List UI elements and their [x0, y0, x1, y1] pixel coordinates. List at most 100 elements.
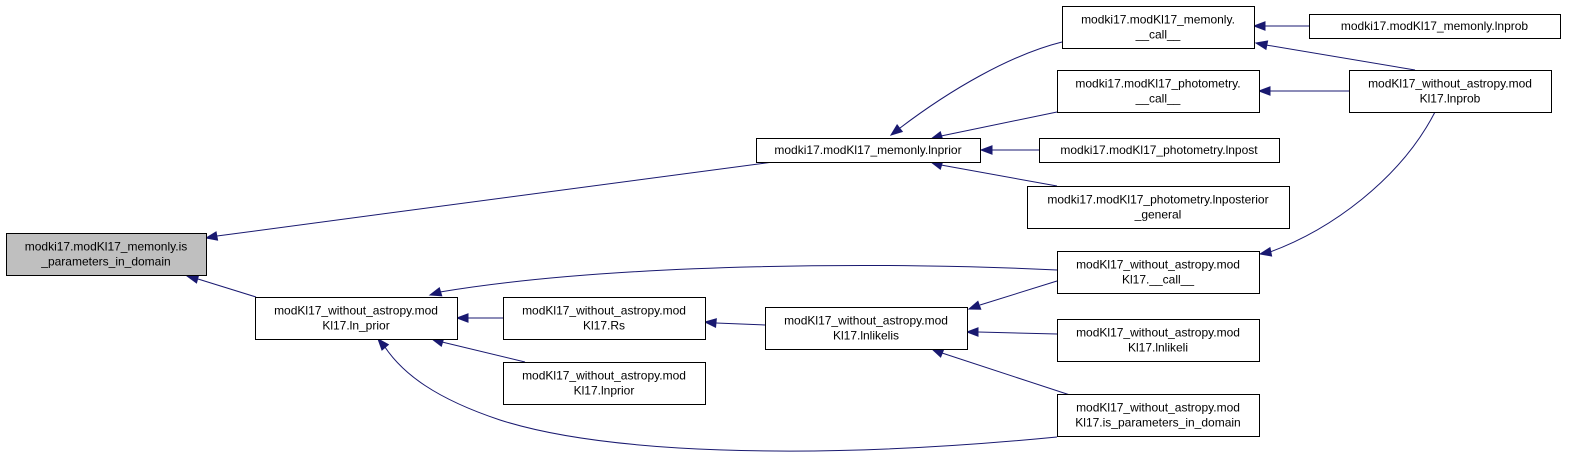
node-photometry-call[interactable]: modki17.modKl17_photometry.__call__ — [1057, 70, 1260, 113]
node-wa-rs[interactable]: modKl17_without_astropy.modKl17.Rs — [503, 297, 706, 340]
node-root[interactable]: modki17.modKl17_memonly.is_parameters_in… — [6, 233, 207, 276]
node-label-line: modki17.modKl17_photometry.lnpost — [1060, 143, 1258, 157]
edge-wa_call-to-wa_ln_prior — [428, 264, 1058, 297]
node-label-line: modki17.modKl17_memonly.is — [25, 240, 188, 254]
edge-wa_lnprob-to-photometry_call — [1257, 86, 1349, 96]
edge-arrowhead — [204, 231, 219, 241]
edge-arrowhead — [965, 327, 979, 337]
node-memonly-call[interactable]: modki17.modKl17_memonly.__call__ — [1062, 6, 1255, 49]
node-label-line: _general — [1134, 208, 1182, 222]
edge-arrowhead — [930, 348, 945, 358]
edge-arrowhead — [428, 286, 443, 297]
edge-wa_lnprior-to-wa_ln_prior — [430, 337, 526, 363]
node-box[interactable] — [503, 362, 706, 405]
node-wa-lnprior[interactable]: modKl17_without_astropy.modKl17.lnprior — [503, 362, 706, 405]
edge-line — [941, 352, 1074, 397]
edge-wa_lnprob-to-memonly_call — [1254, 40, 1416, 71]
edge-wa_lnlikelis-to-wa_rs — [703, 318, 766, 328]
edge-wa_call-to-wa_lnlikelis — [967, 280, 1058, 310]
edge-photometry_lnpost-to-memonly_lnprior — [979, 145, 1039, 155]
edge-line — [940, 164, 1058, 187]
node-photometry-lnpost[interactable]: modki17.modKl17_photometry.lnpost — [1039, 138, 1280, 163]
node-photometry-lnposterior-general[interactable]: modki17.modKl17_photometry.lnposterior_g… — [1027, 186, 1290, 229]
node-label-line: modki17.modKl17_memonly.lnprior — [774, 143, 961, 157]
node-label-line: __call__ — [1135, 28, 1181, 42]
node-wa-lnlikeli[interactable]: modKl17_without_astropy.modKl17.lnlikeli — [1057, 319, 1260, 362]
edge-wa_ln_prior-to-root — [185, 274, 257, 298]
node-wa-lnlikelis[interactable]: modKl17_without_astropy.modKl17.lnlikeli… — [765, 307, 968, 350]
node-wa-is-params[interactable]: modKl17_without_astropy.modKl17.is_param… — [1057, 394, 1260, 437]
edge-photometry_lnposterior_general-to-memonly_lnprior — [929, 160, 1058, 187]
edge-arrowhead — [1254, 40, 1269, 51]
node-label-line: modKl17_without_astropy.mod — [1076, 326, 1240, 340]
node-label-line: Kl17.lnprob — [1420, 92, 1481, 106]
node-label-line: _parameters_in_domain — [40, 255, 170, 269]
node-label-line: modki17.modKl17_memonly. — [1081, 13, 1235, 27]
node-box[interactable] — [1039, 138, 1280, 163]
node-label-line: modKl17_without_astropy.mod — [784, 314, 948, 328]
edge-wa_lnprob-to-wa_call — [1258, 111, 1436, 257]
edge-arrowhead — [703, 318, 717, 328]
edge-line — [715, 322, 766, 326]
edge-arrowhead — [967, 300, 982, 310]
node-box[interactable] — [1062, 6, 1255, 49]
edge-line — [977, 331, 1058, 335]
edge-wa_lnlikeli-to-wa_lnlikelis — [965, 327, 1058, 337]
edge-line — [1269, 111, 1436, 253]
nodes-layer: modki17.modKl17_memonly.is_parameters_in… — [6, 6, 1561, 437]
node-box[interactable] — [1349, 70, 1552, 113]
edge-memonly_lnprior-to-root — [204, 161, 774, 241]
edge-arrowhead — [185, 274, 200, 284]
edge-line — [979, 280, 1058, 306]
edge-arrowhead — [455, 313, 469, 323]
node-box[interactable] — [765, 307, 968, 350]
node-wa-lnprob[interactable]: modKl17_without_astropy.modKl17.lnprob — [1349, 70, 1552, 113]
edge-line — [197, 278, 257, 298]
node-box[interactable] — [1057, 251, 1260, 294]
edge-wa_is_params-to-wa_lnlikelis — [930, 348, 1074, 397]
edge-arrowhead — [889, 124, 904, 136]
node-label-line: Kl17.lnlikelis — [833, 329, 899, 343]
node-wa-ln-prior[interactable]: modKl17_without_astropy.modKl17.ln_prior — [255, 297, 458, 340]
node-memonly-lnprior[interactable]: modki17.modKl17_memonly.lnprior — [756, 138, 981, 163]
node-wa-call[interactable]: modKl17_without_astropy.modKl17.__call__ — [1057, 251, 1260, 294]
node-box[interactable] — [1027, 186, 1290, 229]
node-memonly-lnprob[interactable]: modki17.modKl17_memonly.lnprob — [1309, 14, 1561, 39]
node-box[interactable] — [1057, 394, 1260, 437]
node-box[interactable] — [503, 297, 706, 340]
edge-wa_rs-to-wa_ln_prior — [455, 313, 503, 323]
edge-memonly_call-to-memonly_lnprior — [889, 41, 1063, 136]
edge-arrowhead — [1252, 21, 1266, 31]
node-label-line: Kl17.Rs — [583, 319, 625, 333]
node-label-line: Kl17.__call__ — [1122, 273, 1194, 287]
node-label-line: Kl17.ln_prior — [322, 319, 389, 333]
node-box[interactable] — [6, 233, 207, 276]
edge-line — [940, 111, 1058, 137]
edge-wa_is_params-to-wa_ln_prior — [377, 337, 1058, 452]
node-label-line: modki17.modKl17_photometry.lnposterior — [1047, 193, 1268, 207]
node-box[interactable] — [1057, 70, 1260, 113]
edge-memonly_lnprob-to-memonly_call — [1252, 21, 1309, 31]
node-label-line: Kl17.is_parameters_in_domain — [1075, 416, 1240, 430]
node-box[interactable] — [1057, 319, 1260, 362]
node-label-line: modKl17_without_astropy.mod — [274, 304, 438, 318]
node-label-line: modKl17_without_astropy.mod — [522, 369, 686, 383]
node-label-line: modKl17_without_astropy.mod — [1076, 258, 1240, 272]
edge-arrowhead — [979, 145, 993, 155]
edge-line — [1265, 44, 1416, 71]
node-label-line: modKl17_without_astropy.mod — [522, 304, 686, 318]
node-label-line: modki17.modKl17_memonly.lnprob — [1341, 19, 1529, 33]
edge-line — [216, 161, 774, 237]
edge-line — [441, 341, 526, 363]
edge-line — [439, 264, 1058, 293]
node-box[interactable] — [756, 138, 981, 163]
node-box[interactable] — [255, 297, 458, 340]
edge-arrowhead — [1258, 246, 1273, 257]
node-box[interactable] — [1309, 14, 1561, 39]
node-label-line: modKl17_without_astropy.mod — [1076, 401, 1240, 415]
edge-photometry_call-to-memonly_lnprior — [929, 111, 1058, 141]
node-label-line: modKl17_without_astropy.mod — [1368, 77, 1532, 91]
node-label-line: Kl17.lnlikeli — [1128, 341, 1188, 355]
